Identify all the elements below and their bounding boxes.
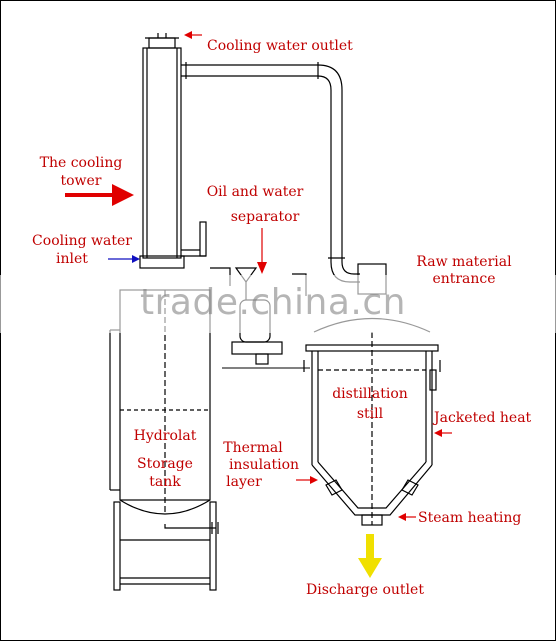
label-hydrolat-line3: tank	[149, 474, 181, 490]
arrow-left-icon	[434, 429, 452, 437]
label-cooling-tower-line1: The cooling	[39, 155, 123, 171]
cooling-tower	[139, 33, 207, 269]
label-cooling-tower-line2: tower	[60, 173, 102, 189]
label-hydrolat-line2: Storage	[137, 456, 193, 472]
label-cooling-water-inlet-line1: Cooling water	[32, 233, 132, 249]
label-raw-material-line1: Raw material	[416, 254, 512, 270]
label-raw-material-line2: entrance	[432, 271, 496, 287]
label-thermal-line3: layer	[226, 474, 262, 490]
label-thermal-line2: insulation	[228, 457, 300, 473]
watermark-band	[0, 275, 556, 333]
arrow-down-icon	[257, 228, 267, 274]
label-oil-water-line1: Oil and water	[206, 184, 304, 200]
label-distillation-line1: distillation	[332, 386, 408, 402]
arrow-left-icon	[398, 513, 416, 521]
vapour-pipe	[181, 62, 360, 283]
arrow-left-icon	[184, 31, 202, 39]
label-jacketed-heat: Jacketed heat	[434, 410, 532, 426]
label-discharge-outlet: Discharge outlet	[306, 582, 424, 598]
label-hydrolat-line1: Hydrolat	[133, 428, 197, 444]
watermark: trade.china.cn	[140, 282, 406, 323]
arrow-right-icon	[296, 476, 318, 484]
label-steam-heating: Steam heating	[418, 510, 522, 526]
label-thermal-line1: Thermal	[223, 440, 283, 456]
arrow-left-icon	[108, 255, 140, 263]
label-distillation-line2: still	[356, 406, 384, 422]
label-cooling-water-inlet-line2: inlet	[56, 251, 88, 267]
arrow-down-icon	[358, 534, 382, 578]
label-cooling-water-outlet: Cooling water outlet	[207, 38, 353, 54]
label-oil-water-line2: separator	[230, 209, 300, 225]
arrow-right-icon	[65, 184, 134, 206]
